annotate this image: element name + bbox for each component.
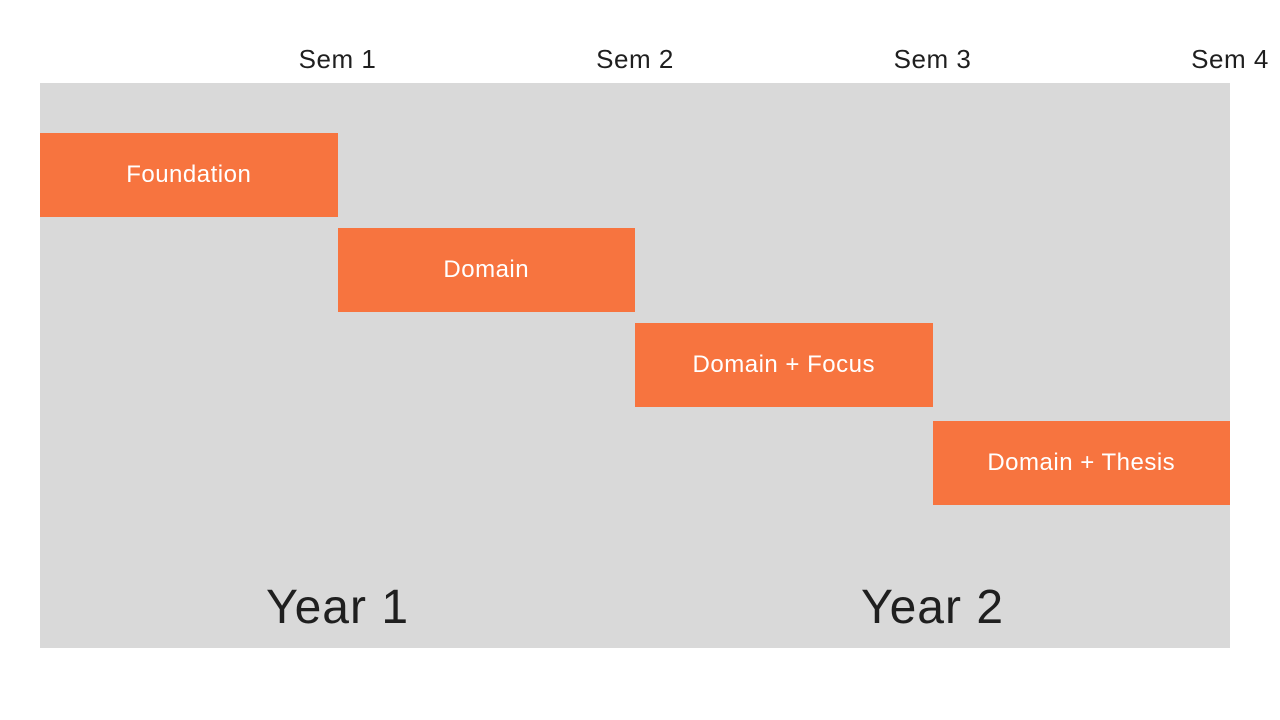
- year-label-1: Year 1: [265, 581, 410, 634]
- gantt-bar-1: Foundation: [40, 133, 338, 217]
- gantt-bar-label: Domain: [443, 256, 530, 283]
- gantt-bar-label: Domain + Thesis: [987, 449, 1176, 476]
- gantt-bar-label: Domain + Focus: [692, 351, 875, 378]
- gantt-bar-2: Domain: [337, 228, 635, 312]
- gantt-bar-3: Domain + Focus: [635, 323, 933, 407]
- gantt-bar-label: Foundation: [126, 161, 252, 188]
- gantt-bar-4: Domain + Thesis: [932, 421, 1230, 505]
- year-label-2: Year 2: [860, 581, 1005, 634]
- sem-label-1: Sem 1: [298, 44, 377, 74]
- sem-label-4: Sem 4: [1191, 44, 1269, 74]
- sem-label-2: Sem 2: [596, 44, 674, 74]
- sem-label-3: Sem 3: [893, 44, 972, 74]
